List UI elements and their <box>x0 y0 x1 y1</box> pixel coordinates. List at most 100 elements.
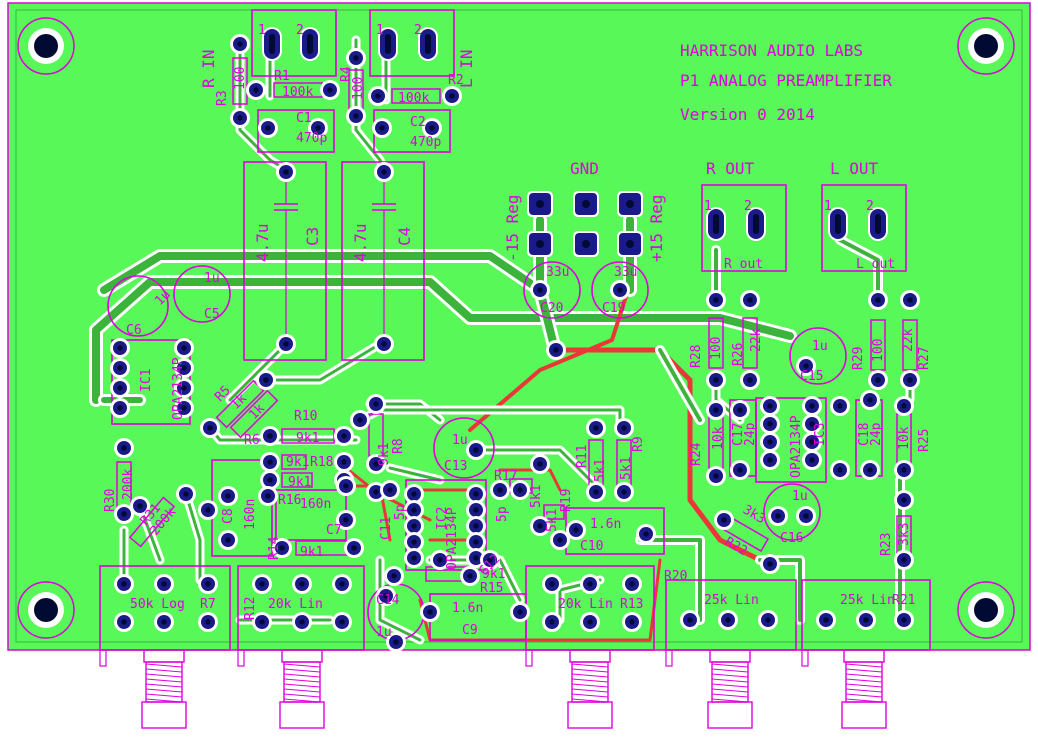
pad-hole <box>775 513 781 519</box>
pad-hole <box>121 619 127 625</box>
pot-shaft <box>841 701 887 729</box>
pad-hole <box>205 507 211 513</box>
pad-hole <box>573 527 579 533</box>
pad-hole <box>747 297 753 303</box>
pad-hole <box>626 200 634 208</box>
pot-thread-line <box>571 673 609 678</box>
pot-thread-line <box>711 683 749 688</box>
track <box>658 348 702 422</box>
pad-hole <box>383 593 389 599</box>
resistor-bodies <box>116 57 918 582</box>
c3-outline <box>243 161 327 361</box>
pot-thread-line <box>845 688 883 693</box>
pad-hole <box>473 447 479 453</box>
pad-hole <box>259 581 265 587</box>
pad-hole <box>181 345 187 351</box>
c10-outline <box>565 507 665 555</box>
pad-hole <box>267 433 273 439</box>
pad-hole <box>207 425 213 431</box>
pad-hole <box>205 619 211 625</box>
r27-value: 22k <box>901 328 916 352</box>
r-in-label: R IN <box>199 49 218 88</box>
c2-value: 470p <box>410 135 441 150</box>
track <box>268 342 382 382</box>
pad-hole <box>713 473 719 479</box>
pad-hole <box>353 113 359 119</box>
c18-value: 24p <box>869 422 884 446</box>
pad-hole <box>387 487 393 493</box>
pot-thread-line <box>571 668 609 673</box>
c15-label: C15 <box>800 369 823 384</box>
ground-pour <box>15 9 1023 643</box>
pot-thread-line <box>283 663 321 668</box>
pad-hole <box>283 341 289 347</box>
pad-hole <box>587 619 593 625</box>
pad-hole <box>837 403 843 409</box>
pad-hole <box>117 345 123 351</box>
pad-hole <box>117 365 123 371</box>
pad-hole <box>225 493 231 499</box>
l-out-pin1: 1 <box>824 199 832 214</box>
pad-hole <box>537 523 543 529</box>
r7-label: R7 <box>200 597 216 612</box>
c5-label: C5 <box>204 307 220 322</box>
pad-hole <box>549 619 555 625</box>
pot-thread-line <box>845 673 883 678</box>
pad-hole <box>809 439 815 445</box>
r15-label: R15 <box>480 581 503 596</box>
c19-label: C19 <box>602 301 625 316</box>
electrolytic-cap-outline <box>173 265 231 323</box>
pad-hole <box>487 557 493 563</box>
pad-hole <box>767 421 773 427</box>
c14-value: 1u <box>376 625 392 640</box>
neg15-label: -15 Reg <box>503 195 522 262</box>
c3-label: C3 <box>303 227 322 246</box>
pad-hole <box>809 457 815 463</box>
track <box>498 468 562 492</box>
track <box>100 252 544 294</box>
pad-hole <box>183 491 189 497</box>
r4-value: 100 <box>351 77 366 100</box>
pad-hole <box>381 169 387 175</box>
c20-value: 33u <box>546 265 569 280</box>
r24-label: R24 <box>689 442 704 466</box>
r25-value: 10k <box>897 426 912 450</box>
c1-value: 470p <box>296 131 327 146</box>
pad-hole <box>411 539 417 545</box>
r8-value: 9k1 <box>377 443 392 466</box>
c17-label: C17 <box>731 423 746 446</box>
pad-hole <box>553 347 559 353</box>
pad-hole <box>121 581 127 587</box>
pad-hole <box>381 341 387 347</box>
pad-hole <box>875 214 881 234</box>
c8-value: 160n <box>243 499 258 530</box>
r24-value: 10k <box>711 426 726 450</box>
pad-hole <box>161 619 167 625</box>
pot-thread-line <box>283 683 321 688</box>
track <box>638 538 702 622</box>
pad-hole <box>901 557 907 563</box>
l-out-sub: L out <box>856 257 895 272</box>
pot-thread-line <box>145 678 183 683</box>
mount-hole-ring <box>17 581 75 639</box>
resistor-body <box>708 317 724 369</box>
pad-hole <box>339 581 345 587</box>
l-out-connector-outline <box>821 184 907 272</box>
c8-label: C8 <box>221 508 236 524</box>
pad-hole <box>875 377 881 383</box>
pad-hole <box>473 491 479 497</box>
pot-shaft <box>567 701 613 729</box>
pad-hole <box>823 617 829 623</box>
r-in-pin1: 1 <box>258 23 266 38</box>
r13-label: R13 <box>620 597 643 612</box>
pad-hole <box>373 461 379 467</box>
pot-tab <box>665 649 673 667</box>
r3-value: 100 <box>233 67 248 90</box>
pot-tab <box>99 649 107 667</box>
mounting-holes <box>17 17 1015 639</box>
pot-thread-line <box>845 663 883 668</box>
pot-thread-line <box>145 693 183 698</box>
pot-thread-line <box>283 673 321 678</box>
c20-label: C20 <box>540 301 563 316</box>
r11-label: R11 <box>575 445 590 468</box>
